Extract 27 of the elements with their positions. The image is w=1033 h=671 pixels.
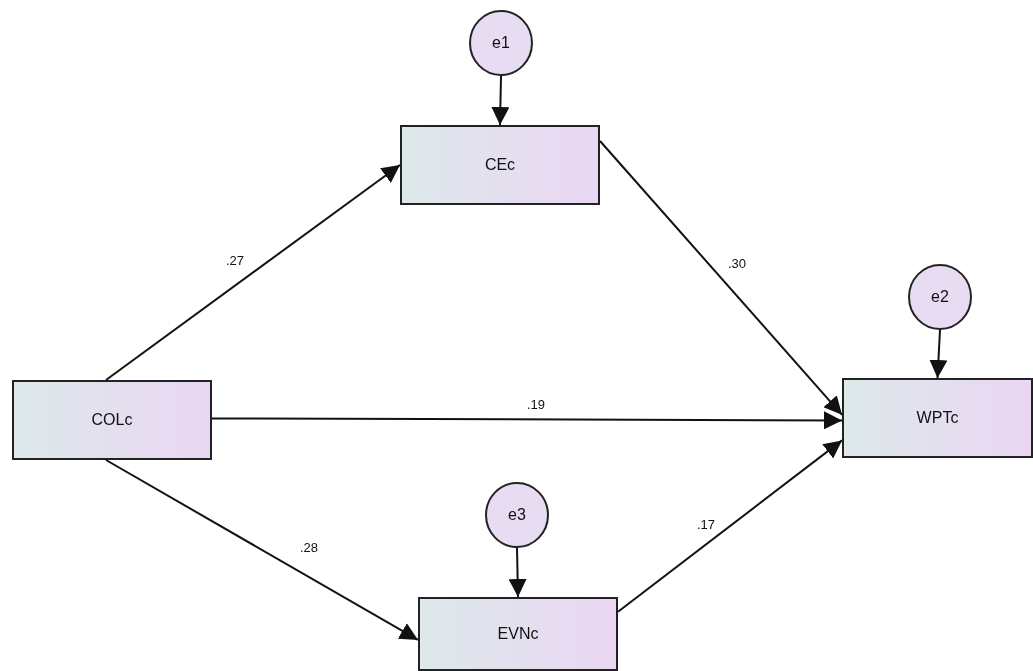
variable-box (400, 125, 600, 205)
path-coefficient: .17 (697, 517, 716, 532)
variable-name: WPTc (916, 409, 959, 427)
variable-box (842, 378, 1033, 458)
arrow (105, 164, 401, 381)
variable-name: e1 (492, 34, 510, 52)
path-coefficient: .30 (728, 256, 747, 271)
path-coefficient: .27 (226, 253, 245, 268)
arrow (599, 140, 843, 416)
arrow (211, 411, 843, 430)
arrow (105, 459, 419, 641)
arrow (491, 75, 510, 126)
variable-box (12, 380, 212, 460)
arrow (508, 547, 527, 598)
path-coefficient: .19 (527, 397, 546, 412)
variable-name: e2 (931, 288, 949, 306)
variable-box (418, 597, 618, 671)
error-term-circle (469, 10, 533, 76)
variable-name: CEc (484, 156, 516, 174)
path-coefficient: .28 (300, 540, 319, 555)
arrow (617, 439, 843, 613)
error-term-circle (485, 482, 549, 548)
arrow (929, 329, 948, 379)
variable-name: COLc (91, 411, 133, 429)
error-term-circle (908, 264, 972, 330)
variable-name: e3 (508, 506, 526, 524)
variable-name: EVNc (497, 625, 539, 643)
